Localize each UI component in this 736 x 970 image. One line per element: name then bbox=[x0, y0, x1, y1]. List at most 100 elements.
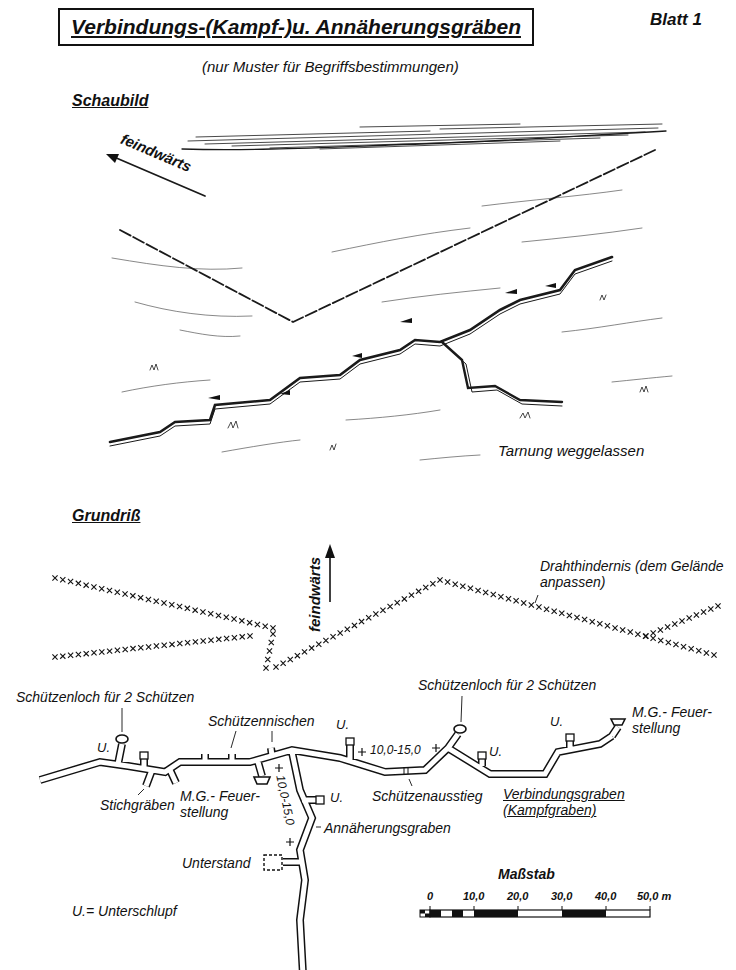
wire-cross bbox=[162, 643, 167, 648]
wire-cross bbox=[193, 639, 198, 644]
wire-cross bbox=[552, 609, 557, 614]
note: Tarnung weggelassen bbox=[498, 442, 644, 459]
part-label: Annäherungsgraben bbox=[324, 820, 451, 836]
wire-cross bbox=[582, 617, 587, 622]
shelter-mark: U. bbox=[330, 791, 343, 806]
scale-ticks bbox=[430, 906, 650, 910]
exit-step bbox=[404, 767, 408, 774]
wire-cross bbox=[409, 593, 414, 598]
wire-cross bbox=[52, 575, 57, 580]
scale-outline bbox=[420, 910, 430, 917]
wire-cross bbox=[177, 604, 182, 609]
wire-cross bbox=[76, 652, 81, 657]
wire-cross bbox=[99, 586, 104, 591]
rifle-pit bbox=[454, 725, 466, 733]
wire-cross bbox=[612, 625, 617, 630]
part-label: Schützenausstieg bbox=[372, 788, 483, 804]
wire-cross bbox=[273, 664, 278, 669]
wire-cross bbox=[161, 600, 166, 605]
wire-cross bbox=[628, 629, 633, 634]
wire-cross bbox=[185, 606, 190, 611]
wire-cross bbox=[704, 650, 709, 655]
wire-cross bbox=[643, 633, 648, 638]
wire-cross bbox=[265, 657, 270, 662]
dimension: 10,0-15,0 bbox=[273, 774, 297, 826]
wire-cross bbox=[270, 625, 275, 630]
wire-cross bbox=[590, 619, 595, 624]
wire-cross bbox=[107, 649, 112, 654]
wire-cross bbox=[115, 648, 120, 653]
wire-cross bbox=[52, 654, 57, 659]
direction-label: feindwärts bbox=[118, 130, 194, 175]
wire-cross bbox=[84, 651, 89, 656]
wire-cross bbox=[130, 646, 135, 651]
wire-cross bbox=[694, 612, 699, 617]
wire-cross bbox=[359, 619, 364, 624]
key-note: U.= Unterschlupf bbox=[72, 903, 177, 919]
wire-cross bbox=[231, 616, 236, 621]
wire-cross bbox=[468, 586, 473, 591]
wire-cross bbox=[208, 638, 213, 643]
scale-fill bbox=[420, 910, 606, 917]
wire-cross bbox=[506, 596, 511, 601]
wire-cross bbox=[84, 583, 89, 588]
scale-number: 20,0 bbox=[507, 890, 528, 903]
shelter-symbol bbox=[566, 734, 574, 741]
wire-cross bbox=[185, 640, 190, 645]
part-label: Schützenloch für 2 Schützen bbox=[16, 689, 194, 705]
wire-cross bbox=[91, 650, 96, 655]
scale-number: 30,0 bbox=[551, 890, 572, 903]
wire-cross bbox=[643, 634, 648, 639]
wire-cross bbox=[338, 630, 343, 635]
mg-position bbox=[611, 719, 625, 725]
leader-lines bbox=[122, 595, 538, 827]
wire-cross bbox=[395, 600, 400, 605]
wire-cross bbox=[295, 653, 300, 658]
wire-cross bbox=[138, 645, 143, 650]
shelter-symbol bbox=[346, 738, 354, 745]
wire-cross bbox=[68, 579, 73, 584]
shelter-mark: U. bbox=[550, 715, 563, 730]
part-label: Verbindungsgraben (Kampfgraben) bbox=[503, 786, 643, 818]
wire-cross bbox=[605, 623, 610, 628]
scale-bar bbox=[420, 906, 650, 917]
wire-cross bbox=[99, 649, 104, 654]
shelter-mark: U. bbox=[97, 741, 110, 756]
wire-cross bbox=[122, 591, 127, 596]
wire-cross bbox=[169, 642, 174, 647]
wire-cross bbox=[269, 640, 274, 645]
horizon-line bbox=[182, 131, 666, 150]
wire-cross bbox=[255, 622, 260, 627]
wire-cross bbox=[672, 621, 677, 626]
wire-cross bbox=[498, 594, 503, 599]
wire-cross bbox=[76, 581, 81, 586]
wire-obstacle bbox=[52, 575, 720, 670]
rifle-pit bbox=[116, 735, 128, 743]
wire-cross bbox=[154, 599, 159, 604]
wire-cross bbox=[665, 624, 670, 629]
wire-cross bbox=[302, 649, 307, 654]
wire-cross bbox=[208, 611, 213, 616]
wire-cross bbox=[281, 661, 286, 666]
wire-cross bbox=[115, 590, 120, 595]
wire-cross bbox=[240, 634, 245, 639]
wire-cross bbox=[316, 642, 321, 647]
wire-cross bbox=[224, 615, 229, 620]
wire-cross bbox=[475, 588, 480, 593]
shelter-symbol bbox=[316, 796, 324, 804]
shelter-symbol bbox=[140, 752, 148, 759]
part-label: Stichgräben bbox=[100, 797, 175, 813]
wire-cross bbox=[232, 635, 237, 640]
approach-trench-edge bbox=[446, 346, 562, 406]
trench-floor bbox=[40, 727, 618, 970]
wire-cross bbox=[711, 652, 716, 657]
title: Verbindungs-(Kampf-)u. Annäherungsgräben bbox=[71, 15, 521, 39]
wire-cross bbox=[544, 607, 549, 612]
part-label: M.G.- Feuer- stellung bbox=[632, 704, 728, 736]
wire-cross bbox=[679, 618, 684, 623]
wire-cross bbox=[416, 589, 421, 594]
sheet-number: Blatt 1 bbox=[650, 10, 702, 30]
scale-number: 50,0 m bbox=[637, 890, 671, 903]
wire-cross bbox=[138, 595, 143, 600]
shelter-mark: U. bbox=[489, 745, 502, 760]
